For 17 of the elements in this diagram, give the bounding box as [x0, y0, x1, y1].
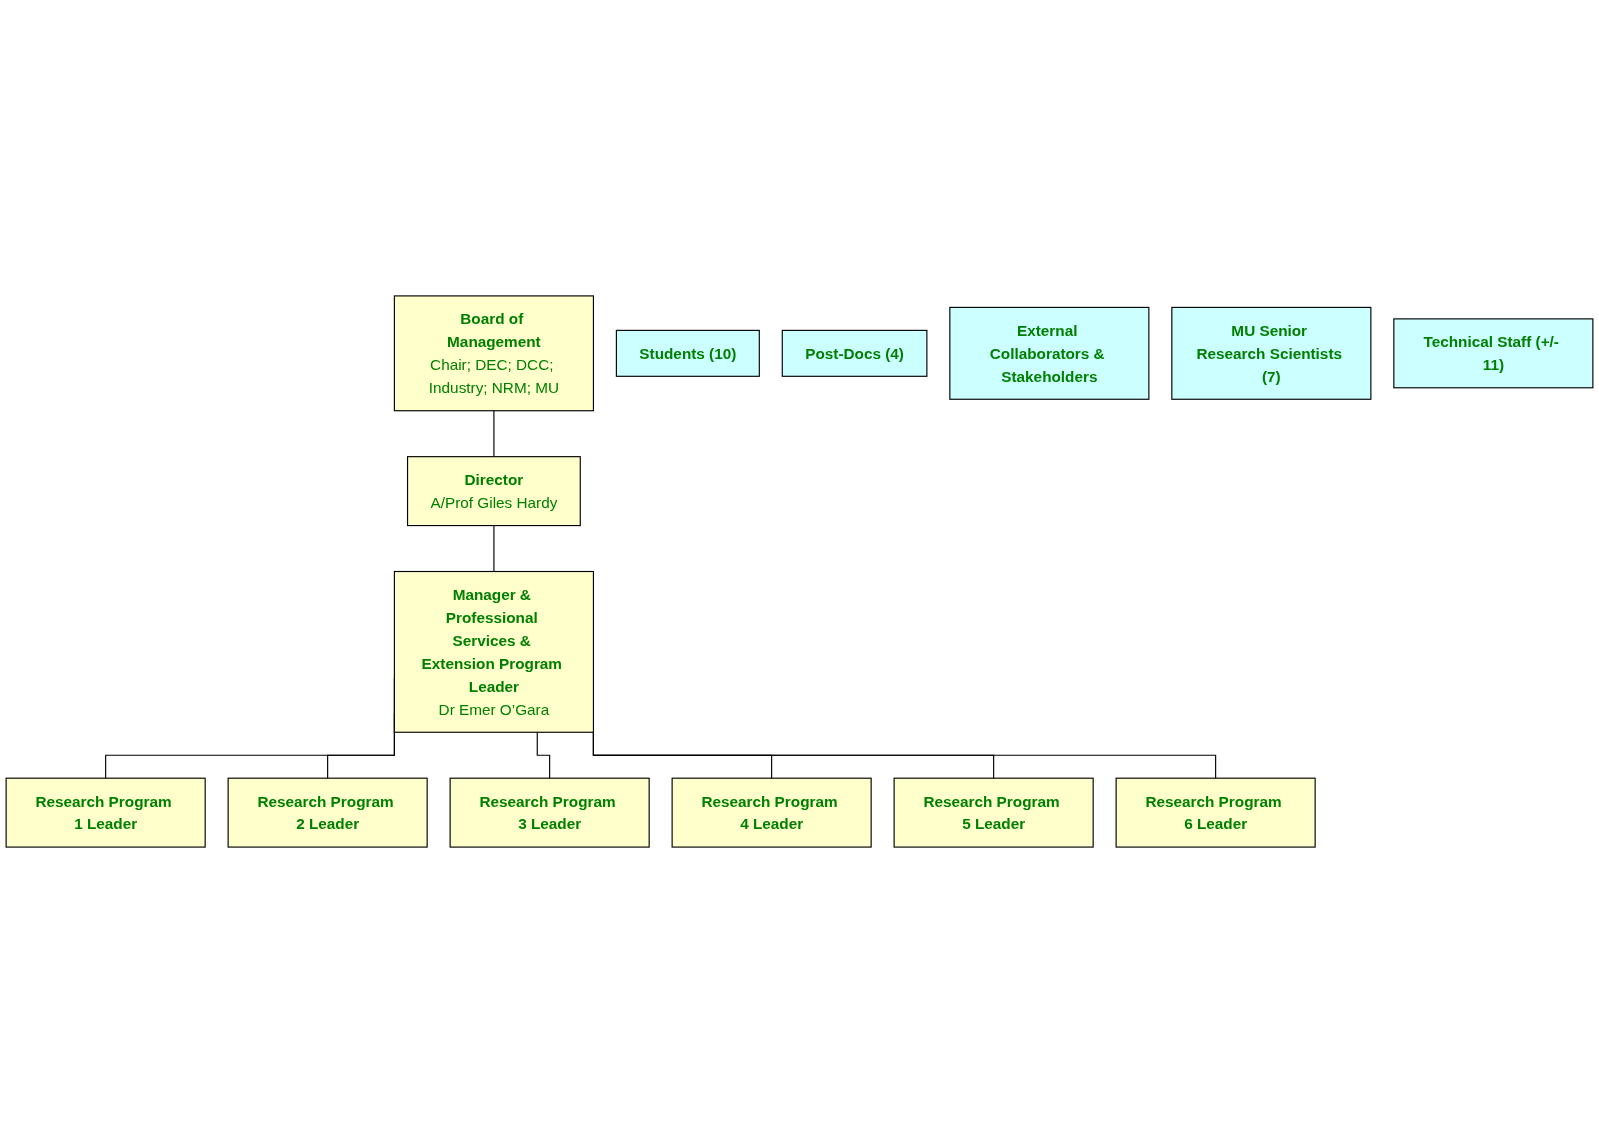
node-box: Students (10) — [615, 329, 760, 377]
node-box: Director A/Prof Giles Hardy — [407, 456, 581, 527]
node-box: Research Program 6 Leader — [1115, 777, 1316, 848]
connector — [536, 731, 551, 779]
connector — [493, 525, 495, 573]
node-box: MU Senior Research Scientists (7) — [1171, 306, 1372, 400]
node-box: Research Program 5 Leader — [893, 777, 1094, 848]
node-box: External Collaborators & Stakeholders — [949, 306, 1150, 400]
node-box: Manager & Professional Services & Extension Program Leader Dr Emer O’Gara — [393, 570, 594, 733]
node-box: Board of Management Chair; DEC; DCC; Industry; NRM; MU — [393, 295, 594, 412]
node-box: Technical Staff (+/- 11) — [1393, 318, 1594, 389]
node-box: Research Program 1 Leader — [5, 777, 206, 848]
connector — [493, 410, 495, 458]
node-box: Research Program 2 Leader — [227, 777, 428, 848]
node-box: Post-Docs (4) — [781, 329, 928, 377]
node-box: Research Program 3 Leader — [449, 777, 650, 848]
node-box: Research Program 4 Leader — [671, 777, 872, 848]
